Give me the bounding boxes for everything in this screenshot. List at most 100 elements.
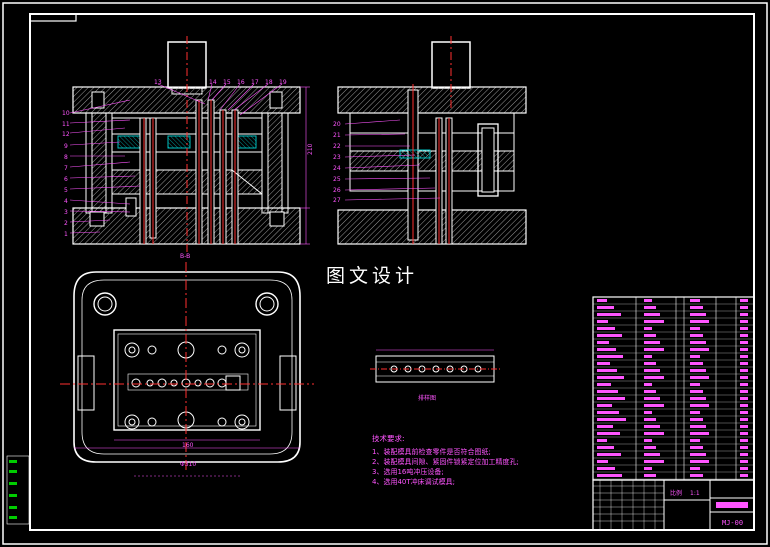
parts-cell-mark [690,467,700,470]
parts-cell-mark [690,376,709,379]
strip-layout: 排样图 [370,349,500,402]
parts-cell-mark [644,425,660,428]
parts-cell-mark [597,418,626,421]
parts-cell-mark [644,306,656,309]
pn-r-5: 25 [333,176,341,183]
pn-r-7: 27 [333,197,341,204]
parts-cell-mark [690,460,709,463]
parts-cell-mark [644,390,656,393]
parts-cell-mark [690,306,703,309]
parts-cell-mark [740,383,748,386]
parts-cell-mark [740,404,748,407]
pn-l-9: 3 [64,209,68,216]
parts-cell-mark [740,313,748,316]
parts-cell-mark [597,453,621,456]
strip-label: 排样图 [418,394,436,402]
part-numbers-right: 20 21 22 23 24 25 26 27 [333,121,341,204]
parts-cell-mark [740,390,748,393]
pn-t-3: 16 [237,79,245,86]
parts-cell-mark [690,404,709,407]
parts-cell-mark [740,355,748,358]
pn-r-4: 24 [333,165,341,172]
parts-cell-mark [690,390,703,393]
parts-cell-mark [597,397,625,400]
parts-cell-mark [644,411,652,414]
tb-scale-label: 比例 [670,489,682,497]
parts-cell-mark [597,306,614,309]
parts-cell-mark [644,432,664,435]
inner-frame [29,13,755,531]
pn-t-5: 18 [265,79,273,86]
parts-cell-mark [644,418,656,421]
pn-l-0: 10 [62,110,70,117]
parts-cell-mark [597,439,607,442]
parts-cell-mark [644,474,656,477]
parts-cell-mark [644,369,660,372]
parts-cell-mark [597,383,611,386]
parts-cell-mark [644,327,652,330]
drawing-title: 图文设计 [326,265,418,287]
plan-view: 160 Φ310 [60,262,314,477]
pn-t-2: 15 [223,79,231,86]
parts-cell-mark [740,348,748,351]
parts-cell-mark [740,411,748,414]
parts-cell-mark [690,425,706,428]
front-section-view: 210 B-B [69,36,314,260]
parts-cell-mark [597,390,618,393]
tb-drawing-no: MJ-00 [722,519,743,527]
parts-cell-mark [644,376,664,379]
parts-cell-mark [597,369,617,372]
parts-cell-mark [597,446,614,449]
tech-item-4: 4、选用40T冲床调试模具; [372,477,455,486]
pn-r-2: 22 [333,143,341,150]
parts-cell-mark [740,418,748,421]
parts-cell-mark [690,348,709,351]
parts-cell-mark [690,362,703,365]
side-section-view [337,36,527,245]
parts-cell-mark [644,313,660,316]
parts-cell-mark [644,334,656,337]
parts-cell-mark [644,355,652,358]
parts-cell-mark [740,341,748,344]
parts-cell-mark [740,397,748,400]
parts-cell-mark [740,446,748,449]
tech-heading: 技术要求: [372,433,405,443]
pn-r-3: 23 [333,154,341,161]
parts-cell-mark [644,467,652,470]
parts-cell-mark [740,467,748,470]
parts-cell-mark [644,348,664,351]
left-margin-marks [6,455,30,525]
parts-cell-mark [690,341,706,344]
parts-cell-mark [597,334,622,337]
parts-cell-mark [690,411,700,414]
parts-cell-mark [644,320,664,323]
parts-cell-mark [597,467,615,470]
parts-cell-mark [740,453,748,456]
parts-cell-mark [644,341,660,344]
parts-cell-mark [690,355,700,358]
parts-cell-mark [644,439,652,442]
parts-cell-mark [597,313,621,316]
pn-r-0: 20 [333,121,341,128]
parts-cell-mark [644,460,664,463]
pn-t-0: 13 [154,79,162,86]
tb-scale-value: 1:1 [690,490,700,497]
parts-cell-mark [597,432,620,435]
parts-cell-mark [597,355,623,358]
parts-cell-mark [740,306,748,309]
dim-overall-width: Φ310 [180,461,196,468]
parts-cell-mark [597,348,616,351]
section-label: B-B [180,253,190,260]
parts-cell-mark [644,383,652,386]
tech-item-1: 1、装配模具前检查零件是否符合图纸; [372,447,491,456]
parts-cell-mark [690,369,706,372]
parts-cell-mark [597,425,613,428]
pn-t-1: 14 [209,79,217,86]
parts-cell-mark [740,327,748,330]
parts-cell-mark [740,474,748,477]
pn-l-7: 5 [64,187,68,194]
parts-cell-mark [690,474,703,477]
corner-tag [29,13,77,22]
parts-cell-mark [597,404,612,407]
